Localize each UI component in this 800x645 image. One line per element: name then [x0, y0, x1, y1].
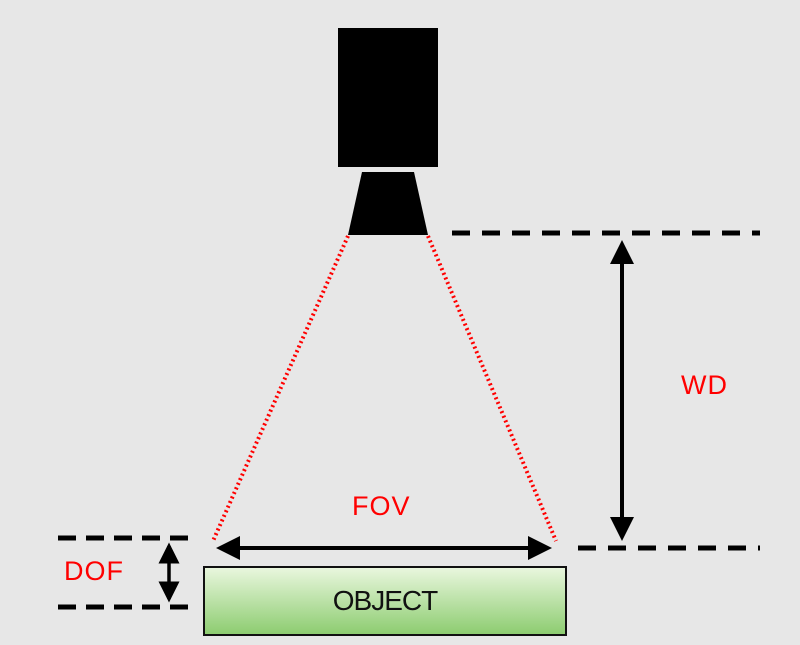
lens-icon — [348, 172, 428, 235]
view-cone-right — [426, 235, 558, 542]
view-cone-left — [211, 235, 350, 542]
camera-body-icon — [338, 28, 438, 167]
object-box — [203, 566, 567, 636]
dof-label: DOF — [64, 556, 124, 586]
object-label: OBJECT — [332, 585, 438, 616]
wd-label: WD — [681, 370, 728, 400]
fov-label: FOV — [352, 491, 411, 521]
